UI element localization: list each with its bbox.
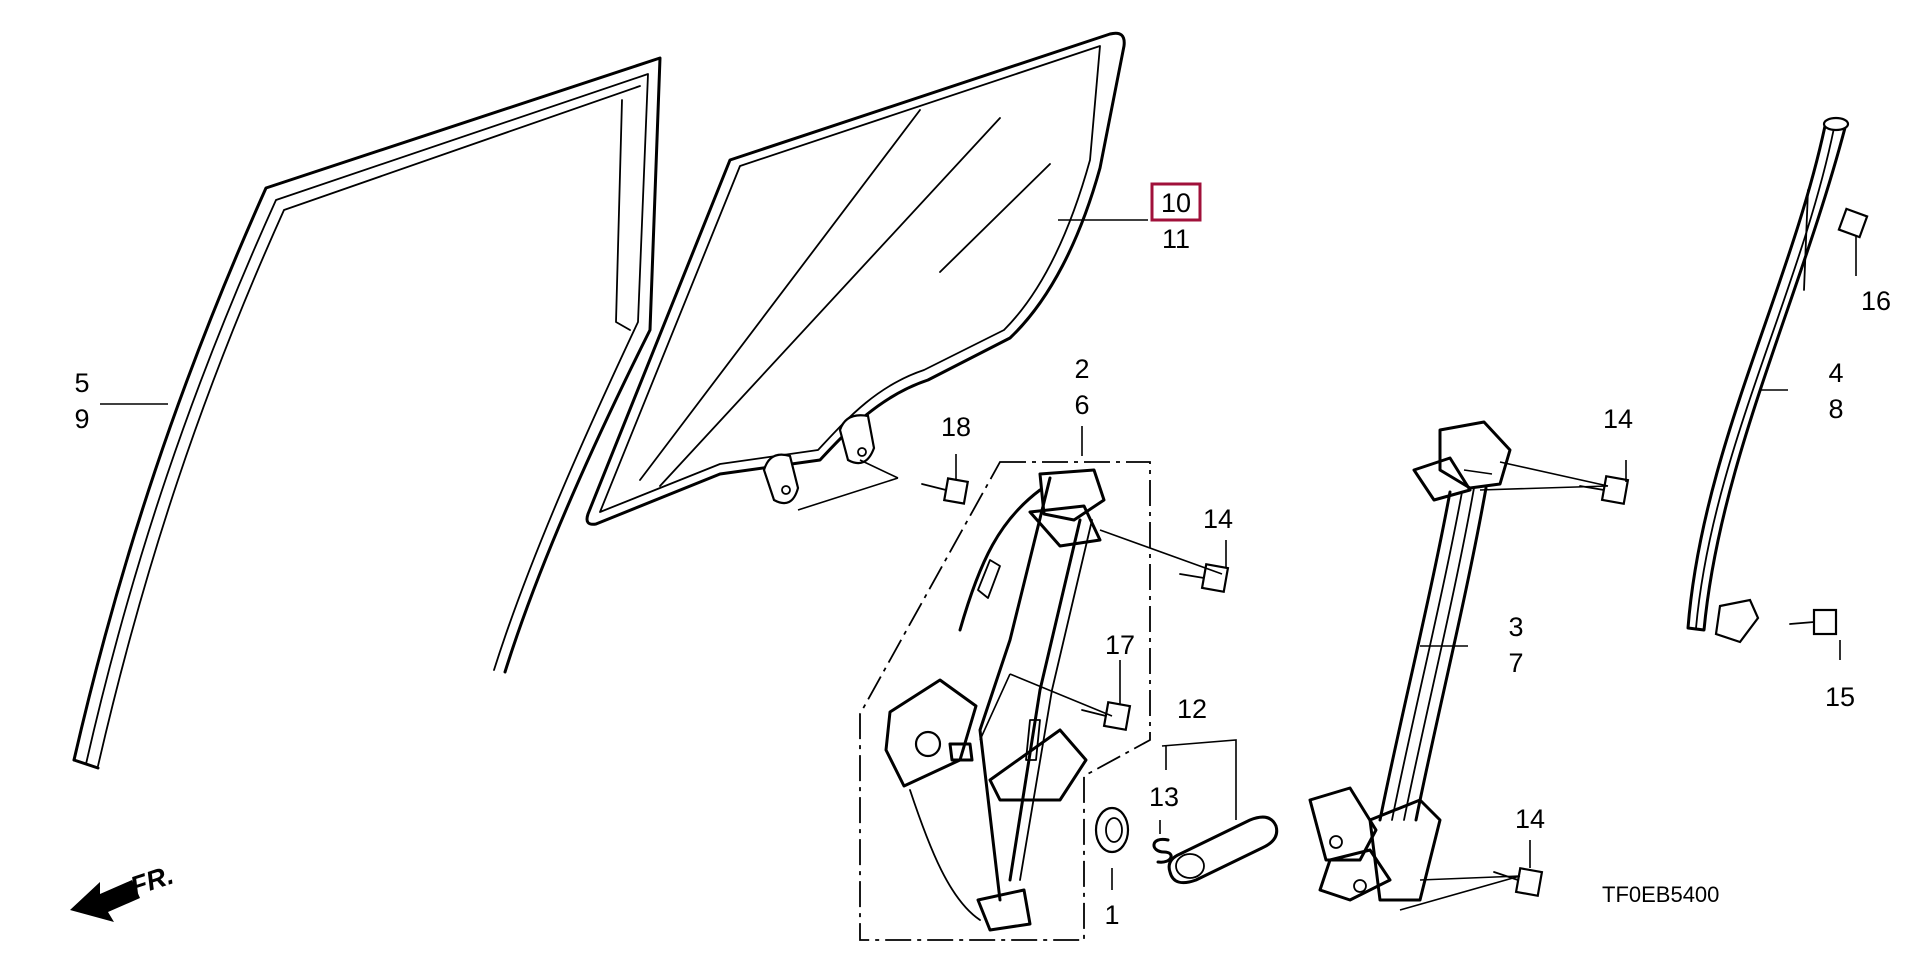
bolt-14-upper-right[interactable] (1579, 474, 1630, 506)
handle-clip[interactable] (1152, 837, 1173, 864)
highlight-box-10 (1150, 182, 1202, 222)
callout-14-lower-right[interactable]: 14 (1515, 804, 1545, 834)
regulator-handle[interactable] (1167, 815, 1279, 885)
diagram-code: TF0EB5400 (1602, 882, 1719, 907)
direction-label: FR. (127, 860, 178, 902)
callout-15[interactable]: 15 (1825, 682, 1855, 712)
bolt-14-upper-center[interactable] (1179, 562, 1230, 594)
regulator-roller[interactable] (1094, 806, 1130, 854)
callout-3[interactable]: 3 (1508, 612, 1523, 642)
callout-4[interactable]: 4 (1828, 358, 1843, 388)
callout-12[interactable]: 12 (1177, 694, 1207, 724)
callout-5[interactable]: 5 (74, 368, 89, 398)
callout-18[interactable]: 18 (941, 412, 971, 442)
nut-16[interactable] (1837, 207, 1869, 239)
callout-17[interactable]: 17 (1105, 630, 1135, 660)
callout-7[interactable]: 7 (1508, 648, 1523, 678)
callout-16[interactable]: 16 (1861, 286, 1891, 316)
power-window-regulator[interactable] (1308, 420, 1512, 902)
callout-9[interactable]: 9 (74, 404, 89, 434)
front-direction-arrow-icon (70, 880, 140, 922)
callout-10[interactable]: 10 (1161, 188, 1191, 218)
door-glass[interactable] (585, 31, 1126, 526)
bolt-14-lower-right[interactable] (1493, 866, 1544, 898)
callout-1[interactable]: 1 (1104, 900, 1119, 930)
callout-11[interactable]: 11 (1162, 224, 1190, 254)
callout-14-center[interactable]: 14 (1203, 504, 1233, 534)
window-regulator-assembly[interactable] (859, 461, 1151, 941)
rear-channel[interactable] (1686, 116, 1850, 644)
bolt-18[interactable] (921, 477, 970, 505)
callout-6[interactable]: 6 (1074, 390, 1089, 420)
callout-14-upper-right[interactable]: 14 (1603, 404, 1633, 434)
callout-13[interactable]: 13 (1149, 782, 1179, 812)
bolt-15[interactable] (1789, 608, 1838, 636)
run-channel[interactable] (72, 56, 662, 770)
callout-2[interactable]: 2 (1074, 354, 1089, 384)
callout-8[interactable]: 8 (1828, 394, 1843, 424)
